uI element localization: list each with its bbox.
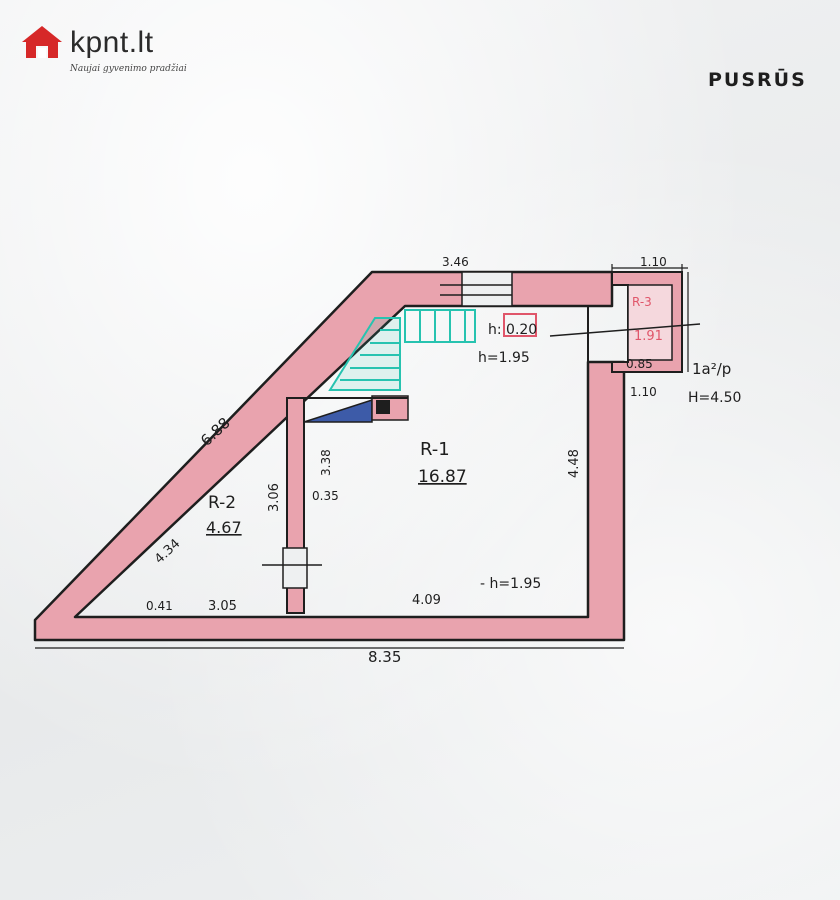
dim-bottom-left-small: 0.41 xyxy=(146,599,173,613)
dim-stair-h: h=1.95 xyxy=(478,350,530,366)
room-label-r3: R-3 xyxy=(632,295,652,309)
dim-total-bottom: 8.35 xyxy=(368,648,401,666)
outer-wall xyxy=(33,270,626,642)
page-title: PUSRŪS xyxy=(708,68,807,91)
dim-room-height: - h=1.95 xyxy=(480,576,541,592)
annex-interior xyxy=(627,284,673,361)
brand-logo[interactable]: kpnt.lt Naujai gyvenimo pradžiai xyxy=(18,22,193,82)
staircase xyxy=(328,309,476,391)
partition-opening xyxy=(282,547,308,589)
dim-partition-small: 0.35 xyxy=(312,489,339,503)
dim-top-right: 1.10 xyxy=(640,255,667,269)
ceiling-leader xyxy=(549,323,701,337)
logo-brand-text: kpnt.lt xyxy=(70,26,154,59)
dimension-ticks xyxy=(35,264,689,649)
room-label-r1: R-1 xyxy=(420,439,450,460)
room-area-r3: 1.91 xyxy=(634,329,663,344)
top-opening xyxy=(440,271,513,307)
landing-block xyxy=(376,400,390,414)
dim-ceiling-h: h: 0.20 xyxy=(488,322,537,338)
room-area-r1: 16.87 xyxy=(418,467,467,487)
building-height: H=4.50 xyxy=(688,390,741,406)
house-icon xyxy=(22,26,62,58)
dim-right-wall: 4.48 xyxy=(567,449,582,478)
room-label-r2: R-2 xyxy=(208,493,236,513)
dim-right-low: 1.10 xyxy=(630,385,657,399)
landing-fill xyxy=(303,398,373,423)
dim-bottom-left: 3.05 xyxy=(208,599,237,614)
dim-bottom-mid: 4.09 xyxy=(412,593,441,608)
vent-marker xyxy=(503,313,537,337)
dim-top-stair: 3.46 xyxy=(442,255,469,269)
dim-right-small: 0.85 xyxy=(626,357,653,371)
dim-partition-upper: 3.38 xyxy=(319,449,333,476)
dim-partition-left: 3.06 xyxy=(267,483,282,512)
logo-tagline: Naujai gyvenimo pradžiai xyxy=(70,64,187,74)
floor-label: 1a²/p xyxy=(692,360,731,378)
room-area-r2: 4.67 xyxy=(206,518,242,537)
